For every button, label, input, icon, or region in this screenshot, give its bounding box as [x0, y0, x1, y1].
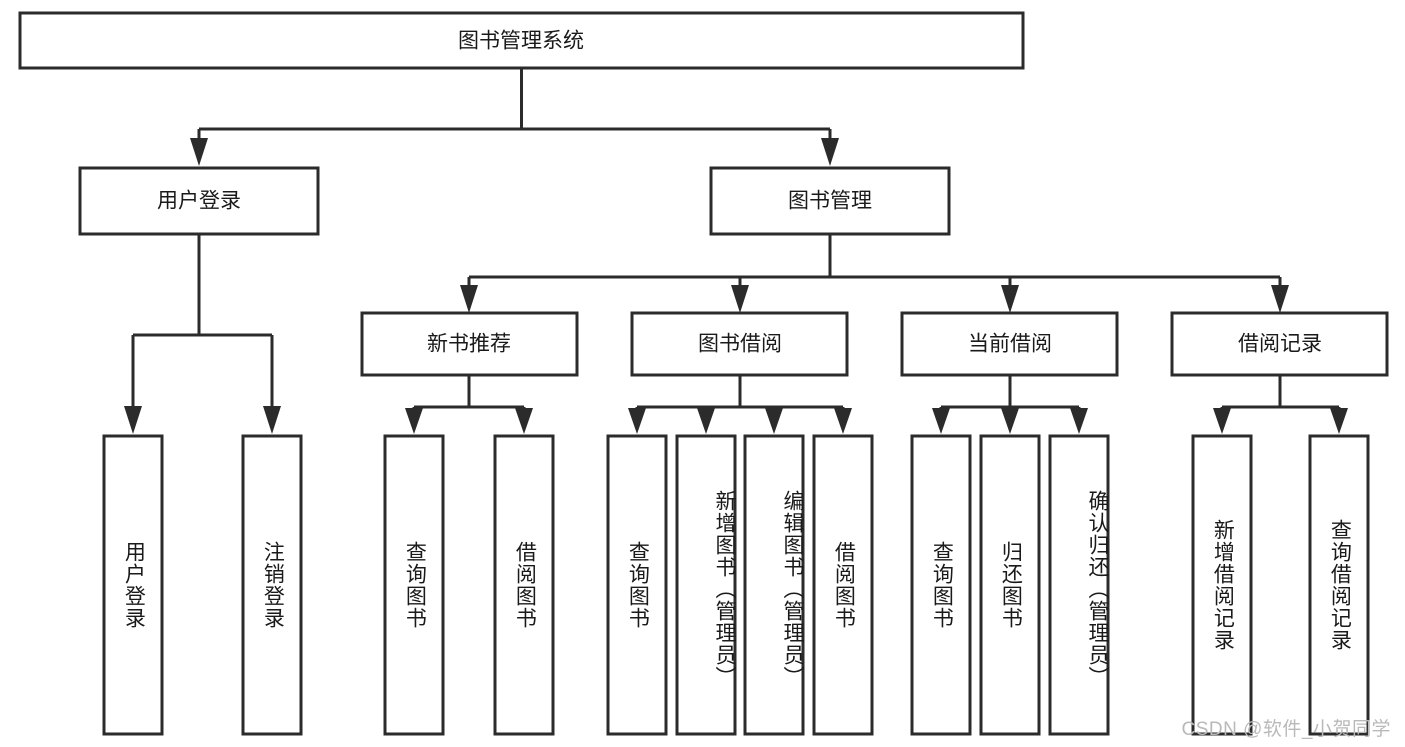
- arrowhead-bb-leaf1: [628, 408, 646, 434]
- node-root-system[interactable]: 图书管理系统: [18, 11, 1025, 70]
- node-user-login[interactable]: 用户登录: [78, 166, 320, 236]
- node-book-management-box[interactable]: [709, 166, 951, 236]
- node-current-borrow[interactable]: 当前借阅: [900, 311, 1119, 377]
- node-book-borrow-box[interactable]: [630, 311, 849, 377]
- arrowhead-book-mgmt: [821, 138, 839, 166]
- arrowhead-bb-leaf2: [697, 408, 715, 434]
- node-book-borrow[interactable]: 图书借阅: [630, 311, 849, 377]
- arrowhead-nb-leaf1: [405, 408, 423, 434]
- arrowhead-newbook-rec: [460, 285, 478, 313]
- arrowhead-br-leaf2: [1330, 408, 1348, 434]
- leaf-box-query-borrow-record[interactable]: [1308, 434, 1370, 736]
- arrowhead-bb-leaf3: [765, 408, 783, 434]
- node-current-borrow-box[interactable]: [900, 311, 1119, 377]
- leaf-box-return-book[interactable]: [979, 434, 1041, 736]
- node-borrow-record[interactable]: 借阅记录: [1170, 311, 1389, 377]
- node-book-borrow-label: 图书借阅: [698, 333, 782, 356]
- node-borrow-record-box[interactable]: [1170, 311, 1389, 377]
- node-current-borrow-label: 当前借阅: [968, 333, 1052, 356]
- arrowhead-cb-leaf2: [1001, 408, 1019, 434]
- arrowhead-cb-leaf3: [1070, 408, 1088, 434]
- leaf-box-confirm-return-admin[interactable]: [1048, 434, 1110, 736]
- arrowhead-cb-leaf1: [932, 408, 950, 434]
- node-root-label: 图书管理系统: [458, 30, 584, 53]
- arrowhead-bb-leaf4: [834, 408, 852, 434]
- node-root-box[interactable]: [18, 11, 1025, 70]
- node-new-book-recommend-label: 新书推荐: [427, 333, 511, 356]
- arrowhead-current-borrow: [1001, 285, 1019, 313]
- arrowhead-leaf-logout: [263, 406, 281, 434]
- connector-group: [124, 68, 1348, 434]
- node-user-login-label: 用户登录: [157, 190, 241, 213]
- arrowhead-user-login: [190, 138, 208, 166]
- node-new-book-recommend-box[interactable]: [360, 311, 579, 377]
- arrowhead-book-borrow: [731, 285, 749, 313]
- leaf-box-query-book-2[interactable]: [606, 434, 668, 736]
- leaf-box-add-book-admin[interactable]: [675, 434, 737, 736]
- leaf-box-borrow-book-1[interactable]: [493, 434, 555, 736]
- leaf-box-logout[interactable]: [241, 434, 303, 736]
- arrowhead-br-leaf1: [1213, 408, 1231, 434]
- watermark-text: CSDN @软件_小贺同学: [1181, 719, 1391, 740]
- node-new-book-recommend[interactable]: 新书推荐: [360, 311, 579, 377]
- arrowhead-nb-leaf2: [515, 408, 533, 434]
- node-book-management-label: 图书管理: [788, 190, 872, 213]
- node-book-management[interactable]: 图书管理: [709, 166, 951, 236]
- leaf-box-borrow-book-2[interactable]: [812, 434, 874, 736]
- node-user-login-box[interactable]: [78, 166, 320, 236]
- arrowhead-borrow-record: [1271, 285, 1289, 313]
- leaf-box-edit-book-admin[interactable]: [743, 434, 805, 736]
- leaf-box-query-book-1[interactable]: [383, 434, 445, 736]
- leaf-box-user-login[interactable]: [102, 434, 164, 736]
- node-borrow-record-label: 借阅记录: [1238, 333, 1322, 356]
- leaf-box-query-book-3[interactable]: [910, 434, 972, 736]
- leaf-box-add-borrow-record[interactable]: [1191, 434, 1253, 736]
- arrowhead-leaf-user-login: [124, 406, 142, 434]
